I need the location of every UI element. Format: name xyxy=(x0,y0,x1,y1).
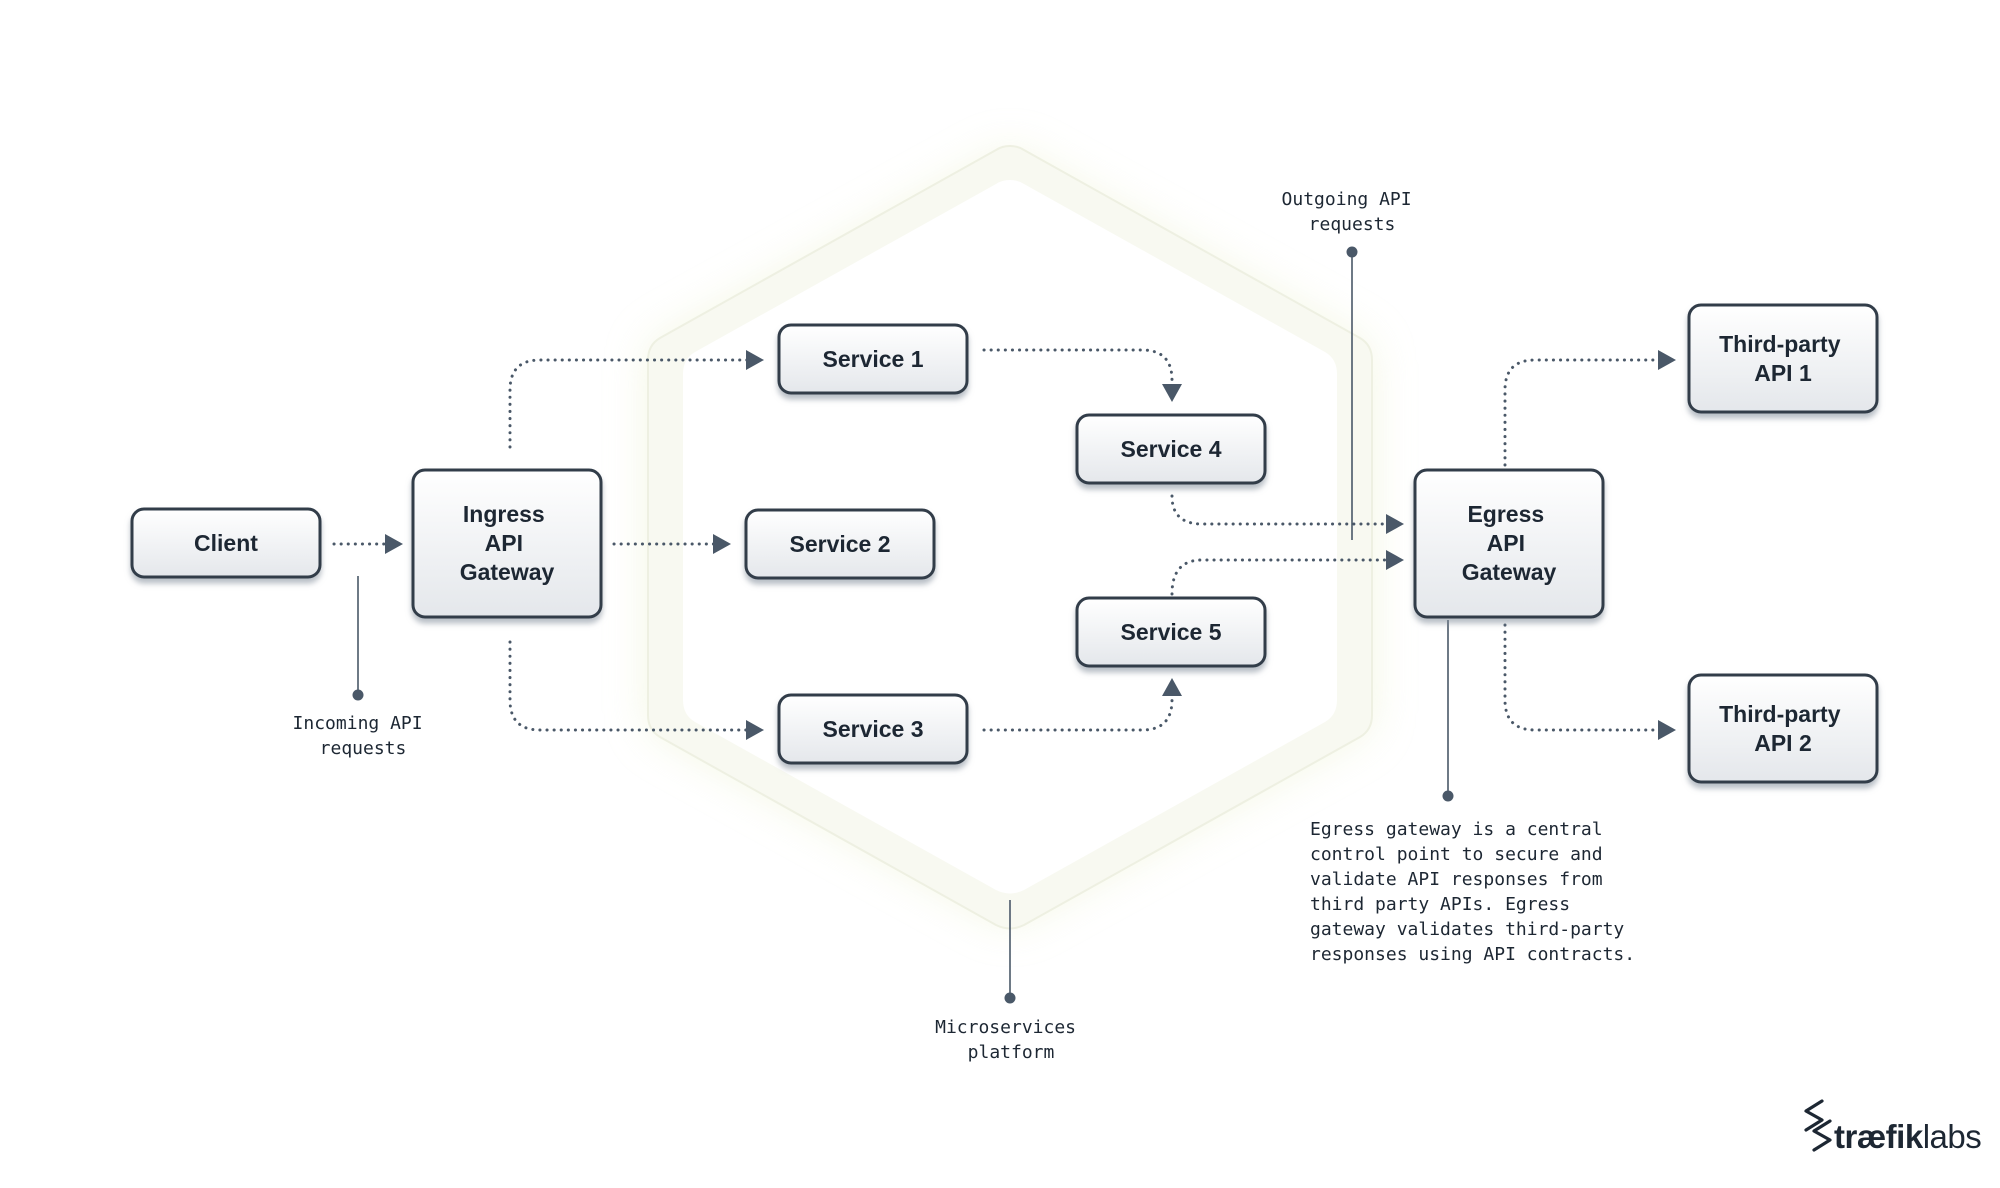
client-to-ingress-arrowhead xyxy=(385,534,403,554)
node-client xyxy=(130,507,322,579)
ingress-to-service3-connector xyxy=(508,640,750,732)
node-egress-gateway xyxy=(1413,468,1605,619)
service1-label: Service 1 xyxy=(822,346,923,372)
egress-to-thirdparty1-connector xyxy=(1503,358,1662,467)
node-service-2 xyxy=(744,508,936,580)
service3-label: Service 3 xyxy=(822,716,923,742)
logo-text-light: labs xyxy=(1923,1118,1982,1155)
ingress-to-service2-arrowhead xyxy=(713,534,731,554)
service5-to-egress-connector xyxy=(1170,558,1390,596)
service4-to-egress-arrowhead xyxy=(1386,514,1404,534)
node-service-1 xyxy=(777,323,969,395)
ingress-label: Ingress API Gateway xyxy=(460,501,555,585)
incoming-annotation: Incoming API requests xyxy=(293,713,434,759)
node-thirdparty-api-1 xyxy=(1687,303,1879,414)
service5-to-egress-arrowhead xyxy=(1386,550,1404,570)
service1-to-service4-arrowhead xyxy=(1162,384,1182,402)
ingress-to-service3-arrowhead xyxy=(746,720,764,740)
incoming-leader-dot xyxy=(352,689,364,701)
egress-note-annotation: Egress gateway is a central control poin… xyxy=(1310,819,1635,965)
node-thirdparty-api-2 xyxy=(1687,673,1879,784)
platform-leader-dot xyxy=(1004,992,1016,1004)
client-label: Client xyxy=(194,530,258,556)
node-ingress-gateway xyxy=(411,468,603,619)
annotation-leaders xyxy=(352,246,1454,1004)
thirdparty2-label: Third-party API 2 xyxy=(1719,701,1847,756)
traefik-logo-icon xyxy=(1804,1099,1832,1152)
node-service-4 xyxy=(1075,413,1267,485)
logo-text-bold: træfik xyxy=(1834,1118,1924,1155)
service2-label: Service 2 xyxy=(789,531,890,557)
egress-note-leader-dot xyxy=(1442,790,1454,802)
egress-to-thirdparty2-arrowhead xyxy=(1658,720,1676,740)
outgoing-leader-dot xyxy=(1346,246,1358,258)
platform-annotation: Microservices platform xyxy=(935,1017,1087,1063)
traefik-logo: træfiklabs xyxy=(1804,1099,1982,1155)
connections xyxy=(332,348,1676,740)
ingress-to-service1-arrowhead xyxy=(746,350,764,370)
node-service-5 xyxy=(1075,596,1267,668)
egress-to-thirdparty2-connector xyxy=(1503,623,1662,732)
node-service-3 xyxy=(777,693,969,765)
service5-label: Service 5 xyxy=(1120,619,1221,645)
outgoing-annotation: Outgoing API requests xyxy=(1282,189,1423,235)
egress-to-thirdparty1-arrowhead xyxy=(1658,350,1676,370)
ingress-to-service1-connector xyxy=(508,358,750,449)
service3-to-service5-arrowhead xyxy=(1162,678,1182,696)
service4-label: Service 4 xyxy=(1120,436,1221,462)
thirdparty1-label: Third-party API 1 xyxy=(1719,331,1847,386)
egress-label: Egress API Gateway xyxy=(1462,501,1557,585)
svg-text:træfiklabs: træfiklabs xyxy=(1834,1118,1981,1155)
